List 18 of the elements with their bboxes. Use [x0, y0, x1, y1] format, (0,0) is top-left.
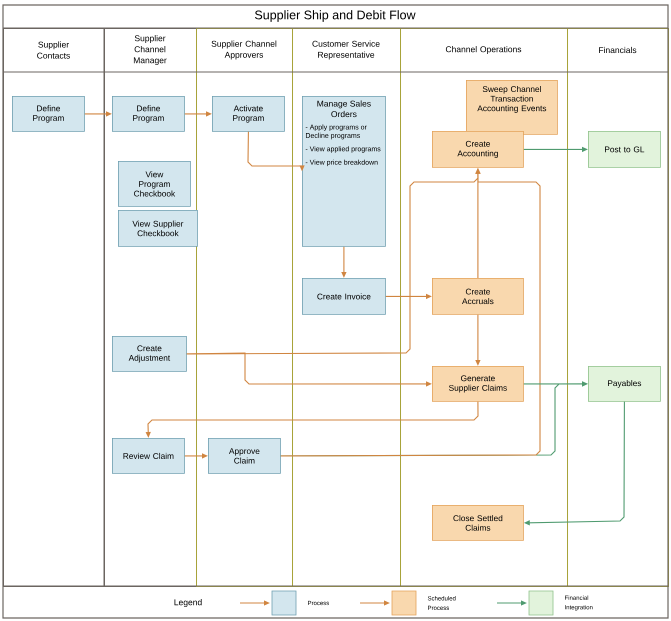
process-box: Activate Program — [212, 96, 285, 132]
legend-title: Legend — [174, 599, 202, 607]
process-box: Define Program — [112, 96, 185, 132]
process-box: Payables — [588, 366, 661, 402]
process-box: View Supplier Checkbook — [118, 210, 198, 247]
process-box: Approve Claim — [208, 438, 281, 474]
process-box: Sweep Channel Transaction Accounting Events — [466, 80, 558, 135]
process-box: Generate Supplier Claims — [432, 366, 524, 402]
process-box: Close Settled Claims — [432, 505, 524, 541]
process-box: Define Program — [12, 96, 85, 132]
process-box: Create Accounting — [432, 131, 524, 168]
process-box: Create Adjustment — [112, 336, 187, 372]
process-box: Create Invoice — [302, 278, 386, 315]
process-box: Post to GL — [588, 131, 661, 168]
process-box: View Program Checkbook — [118, 161, 191, 207]
title: Supplier Ship and Debit Flow — [254, 10, 416, 22]
process-box: Create Accruals — [432, 278, 524, 315]
process-box: Review Claim — [112, 438, 185, 474]
